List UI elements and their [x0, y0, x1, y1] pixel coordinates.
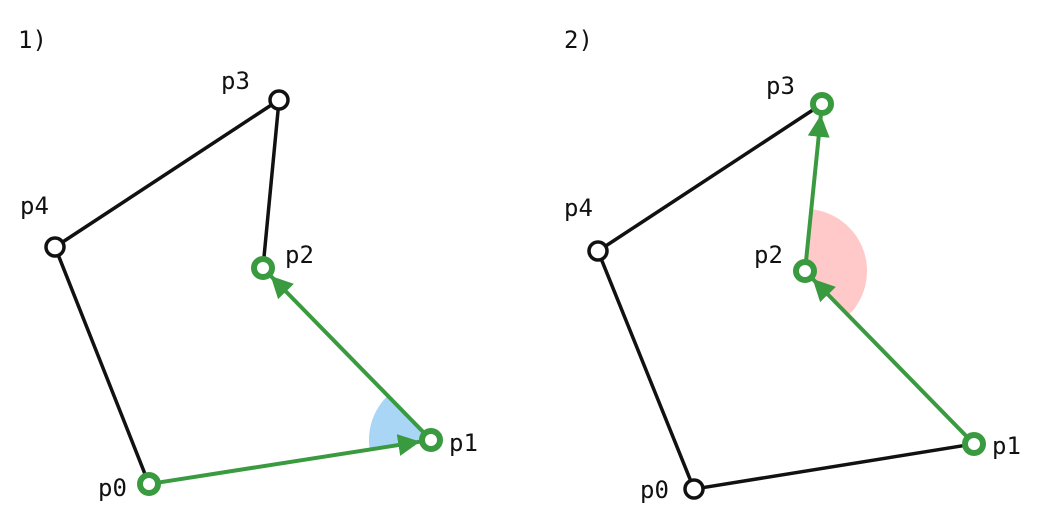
edge-p3-p4 [605, 108, 815, 247]
edge-p3-p4 [62, 104, 272, 243]
vertex-p3 [810, 92, 834, 116]
vertex-layer [44, 89, 443, 496]
point-label-p2: p2 [754, 241, 783, 269]
edge-p1-p2 [811, 277, 969, 439]
vertex-p3 [268, 89, 290, 111]
vertex-p1 [419, 428, 443, 452]
vertex-p4 [587, 240, 609, 262]
edge-layer [57, 104, 426, 485]
point-label-p0: p0 [640, 476, 669, 504]
point-label-p2: p2 [285, 241, 314, 269]
vertex-p0 [137, 472, 161, 496]
point-label-p3: p3 [766, 72, 795, 100]
edge-p2-p3 [804, 113, 830, 263]
vertex-p2 [251, 256, 275, 280]
panel-label: 2) [564, 26, 593, 54]
vertex-p2 [793, 259, 817, 283]
vertex-p4 [44, 236, 66, 258]
point-label-p1: p1 [449, 429, 478, 457]
point-label-p1: p1 [992, 432, 1021, 460]
point-label-p4: p4 [564, 194, 593, 222]
edge-p1-p2 [269, 274, 426, 435]
edge-p4-p0 [600, 259, 692, 481]
edge-layer [600, 108, 969, 490]
edge-p4-p0 [57, 255, 147, 476]
edge-p0-p1 [703, 443, 965, 490]
angle-marker-p2 [805, 209, 868, 316]
point-label-p3: p3 [221, 67, 250, 95]
panel-1: 1) p0 p1 p2 p3 p4 [18, 26, 478, 502]
vertex-p1 [962, 432, 986, 456]
angle-marker-layer [805, 209, 868, 316]
point-label-p0: p0 [98, 474, 127, 502]
panel-label: 1) [18, 26, 47, 54]
vertex-p0 [683, 478, 705, 500]
point-label-p4: p4 [20, 192, 49, 220]
panel-2: 2) p0 p1 p2 p3 p4 [564, 26, 1021, 504]
edge-p2-p3 [262, 109, 280, 259]
edge-p0-p1 [157, 434, 422, 485]
vertex-layer [587, 92, 986, 500]
